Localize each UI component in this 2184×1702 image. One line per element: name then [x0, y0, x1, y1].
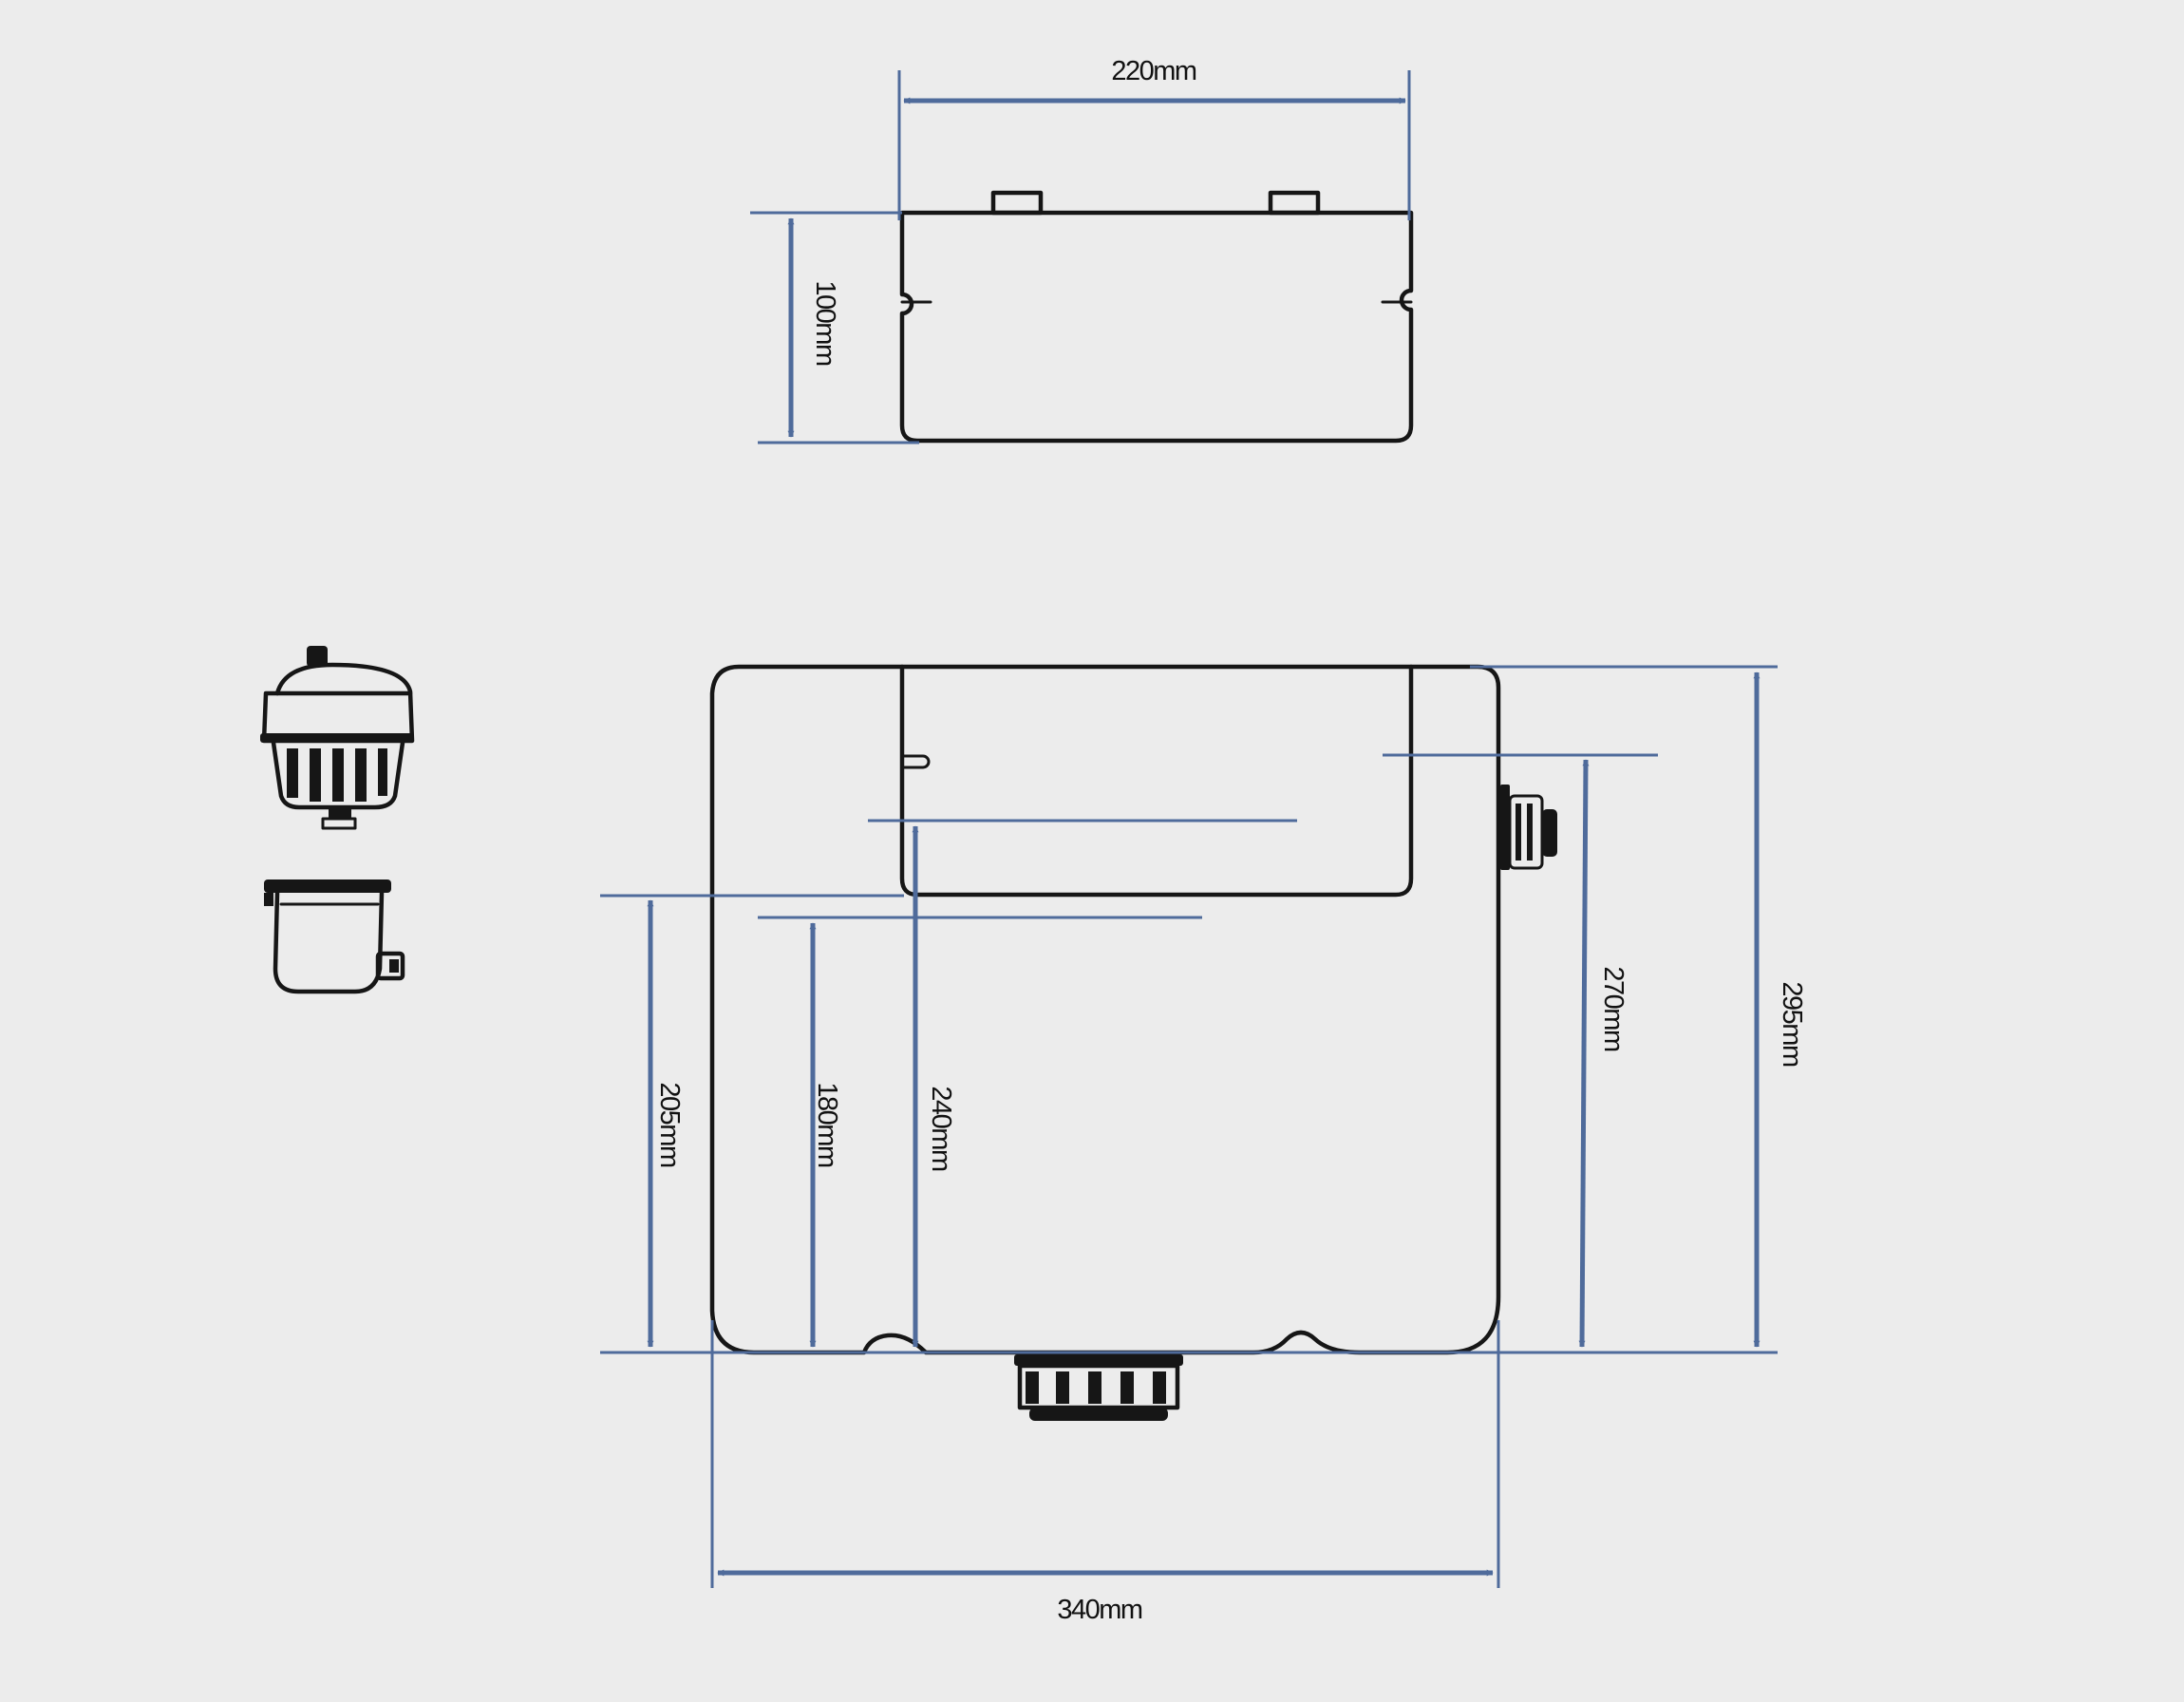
inlet-connector [1500, 785, 1557, 870]
dim-line-inlet-height [1578, 759, 1590, 1348]
front-view-inner-notch [900, 754, 931, 769]
front-view-inner-panel [899, 664, 1414, 898]
top-view-outline [899, 210, 1414, 444]
flush-valve-detail [260, 646, 415, 830]
fill-valve-detail [264, 879, 405, 994]
label-top-depth: 100mm [810, 280, 840, 366]
label-inlet-height: 270mm [1598, 966, 1629, 1051]
dimension-lines [600, 70, 1778, 1588]
label-water-min: 180mm [812, 1082, 842, 1167]
top-view-lug-right [1268, 190, 1321, 216]
label-overflow-height: 240mm [926, 1086, 956, 1171]
label-front-height: 295mm [1777, 981, 1807, 1067]
top-view [899, 190, 1414, 444]
top-view-lug-left [990, 190, 1044, 216]
dimension-labels: 220mm 100mm 340mm 295mm 270mm 240mm 205m… [654, 56, 1807, 1625]
flush-outlet [1014, 1354, 1183, 1421]
label-top-width: 220mm [1111, 56, 1196, 86]
label-water-max: 205mm [654, 1082, 685, 1167]
label-front-width: 340mm [1057, 1595, 1142, 1625]
front-view-outline [709, 664, 1501, 1355]
front-view [709, 664, 1557, 1421]
